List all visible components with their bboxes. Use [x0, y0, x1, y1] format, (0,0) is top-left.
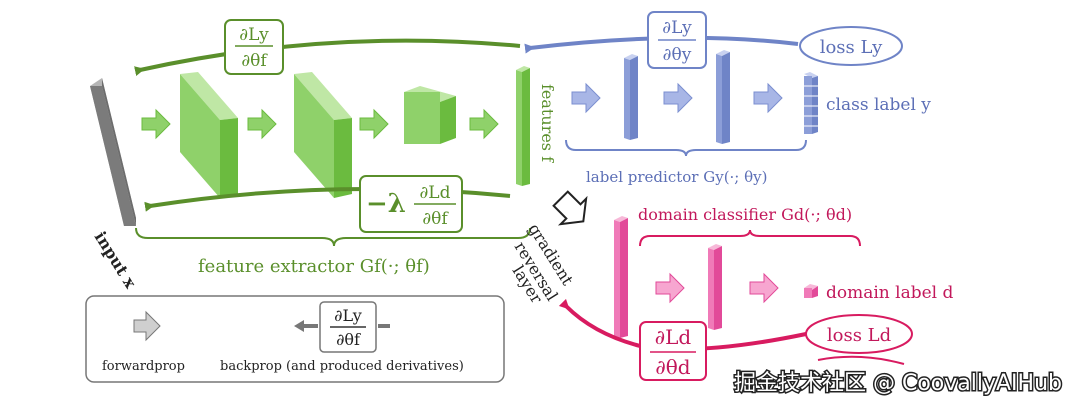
watermark: 掘金技术社区 @ CoovallyAIHub: [732, 370, 1063, 398]
domain-classifier-brace: [639, 229, 861, 247]
forward-arrow-blue: [571, 82, 783, 114]
svg-text:∂Ly: ∂Ly: [239, 25, 269, 45]
feature-extractor-block-1: [180, 72, 238, 198]
legend-forward-arrow-icon: [133, 310, 161, 342]
domain-classifier-layer-1: [614, 216, 628, 338]
domain-label-cube: [804, 284, 818, 298]
svg-text:∂θy: ∂θy: [663, 45, 692, 65]
backprop-arrow-top-green: [134, 38, 521, 76]
input-layer: [90, 78, 136, 226]
legend-forwardprop-text: forwardprop: [102, 359, 185, 374]
gradient-box-bottom: ∂Ld ∂θd: [639, 321, 707, 381]
features-label: features f: [538, 84, 557, 163]
domain-label-text: domain label d: [826, 283, 954, 303]
svg-text:∂Ld: ∂Ld: [655, 325, 692, 349]
domain-classifier-layer-2: [708, 244, 722, 330]
feature-extractor-text: feature extractor Gf(·; θf): [198, 256, 430, 277]
feature-extractor-block-2: [294, 72, 352, 198]
legend-backprop-text: backprop (and produced derivatives): [220, 359, 464, 374]
class-label-output: [804, 72, 818, 134]
legend: forwardprop ∂Ly ∂θf backprop (and produc…: [85, 295, 505, 383]
label-predictor-layer-2: [716, 50, 730, 144]
feature-extractor-brace: [135, 227, 531, 247]
svg-text:∂Ld: ∂Ld: [420, 183, 451, 203]
svg-text:∂θf: ∂θf: [336, 330, 361, 349]
gradient-box-top-left: ∂Ly ∂θf: [224, 19, 284, 75]
loss-y-node: loss Ly: [799, 26, 903, 66]
loss-d-node: loss Ld: [805, 314, 913, 354]
gradient-box-middle: −λ ∂Ld ∂θf: [359, 175, 463, 233]
class-label-text: class label y: [826, 95, 931, 115]
svg-text:∂θd: ∂θd: [655, 355, 690, 379]
loss-d-tail: [817, 355, 905, 365]
forward-arrow-green: [141, 108, 499, 140]
svg-text:∂Ly: ∂Ly: [334, 306, 362, 325]
feature-extractor-block-3: [404, 86, 456, 144]
svg-text:∂θf: ∂θf: [241, 51, 268, 71]
domain-classifier-text: domain classifier Gd(·; θd): [638, 205, 852, 224]
svg-text:掘金技术社区 @ CoovallyAIHub: 掘金技术社区 @ CoovallyAIHub: [734, 371, 1062, 396]
gradient-reversal-arrow: [552, 190, 588, 226]
label-predictor-text: label predictor Gy(·; θy): [586, 168, 768, 186]
svg-text:loss Ly: loss Ly: [820, 37, 883, 58]
features-vector: [516, 66, 530, 186]
svg-text:∂θf: ∂θf: [422, 209, 449, 229]
label-predictor-layer-1: [624, 54, 638, 140]
label-predictor-brace: [565, 139, 807, 157]
svg-text:loss Ld: loss Ld: [827, 325, 891, 346]
svg-text:−λ: −λ: [366, 189, 406, 219]
input-label: input x: [91, 228, 141, 292]
svg-text:∂Ly: ∂Ly: [662, 18, 692, 38]
forward-arrow-pink: [655, 272, 779, 304]
gradient-box-top-right: ∂Ly ∂θy: [647, 11, 707, 69]
